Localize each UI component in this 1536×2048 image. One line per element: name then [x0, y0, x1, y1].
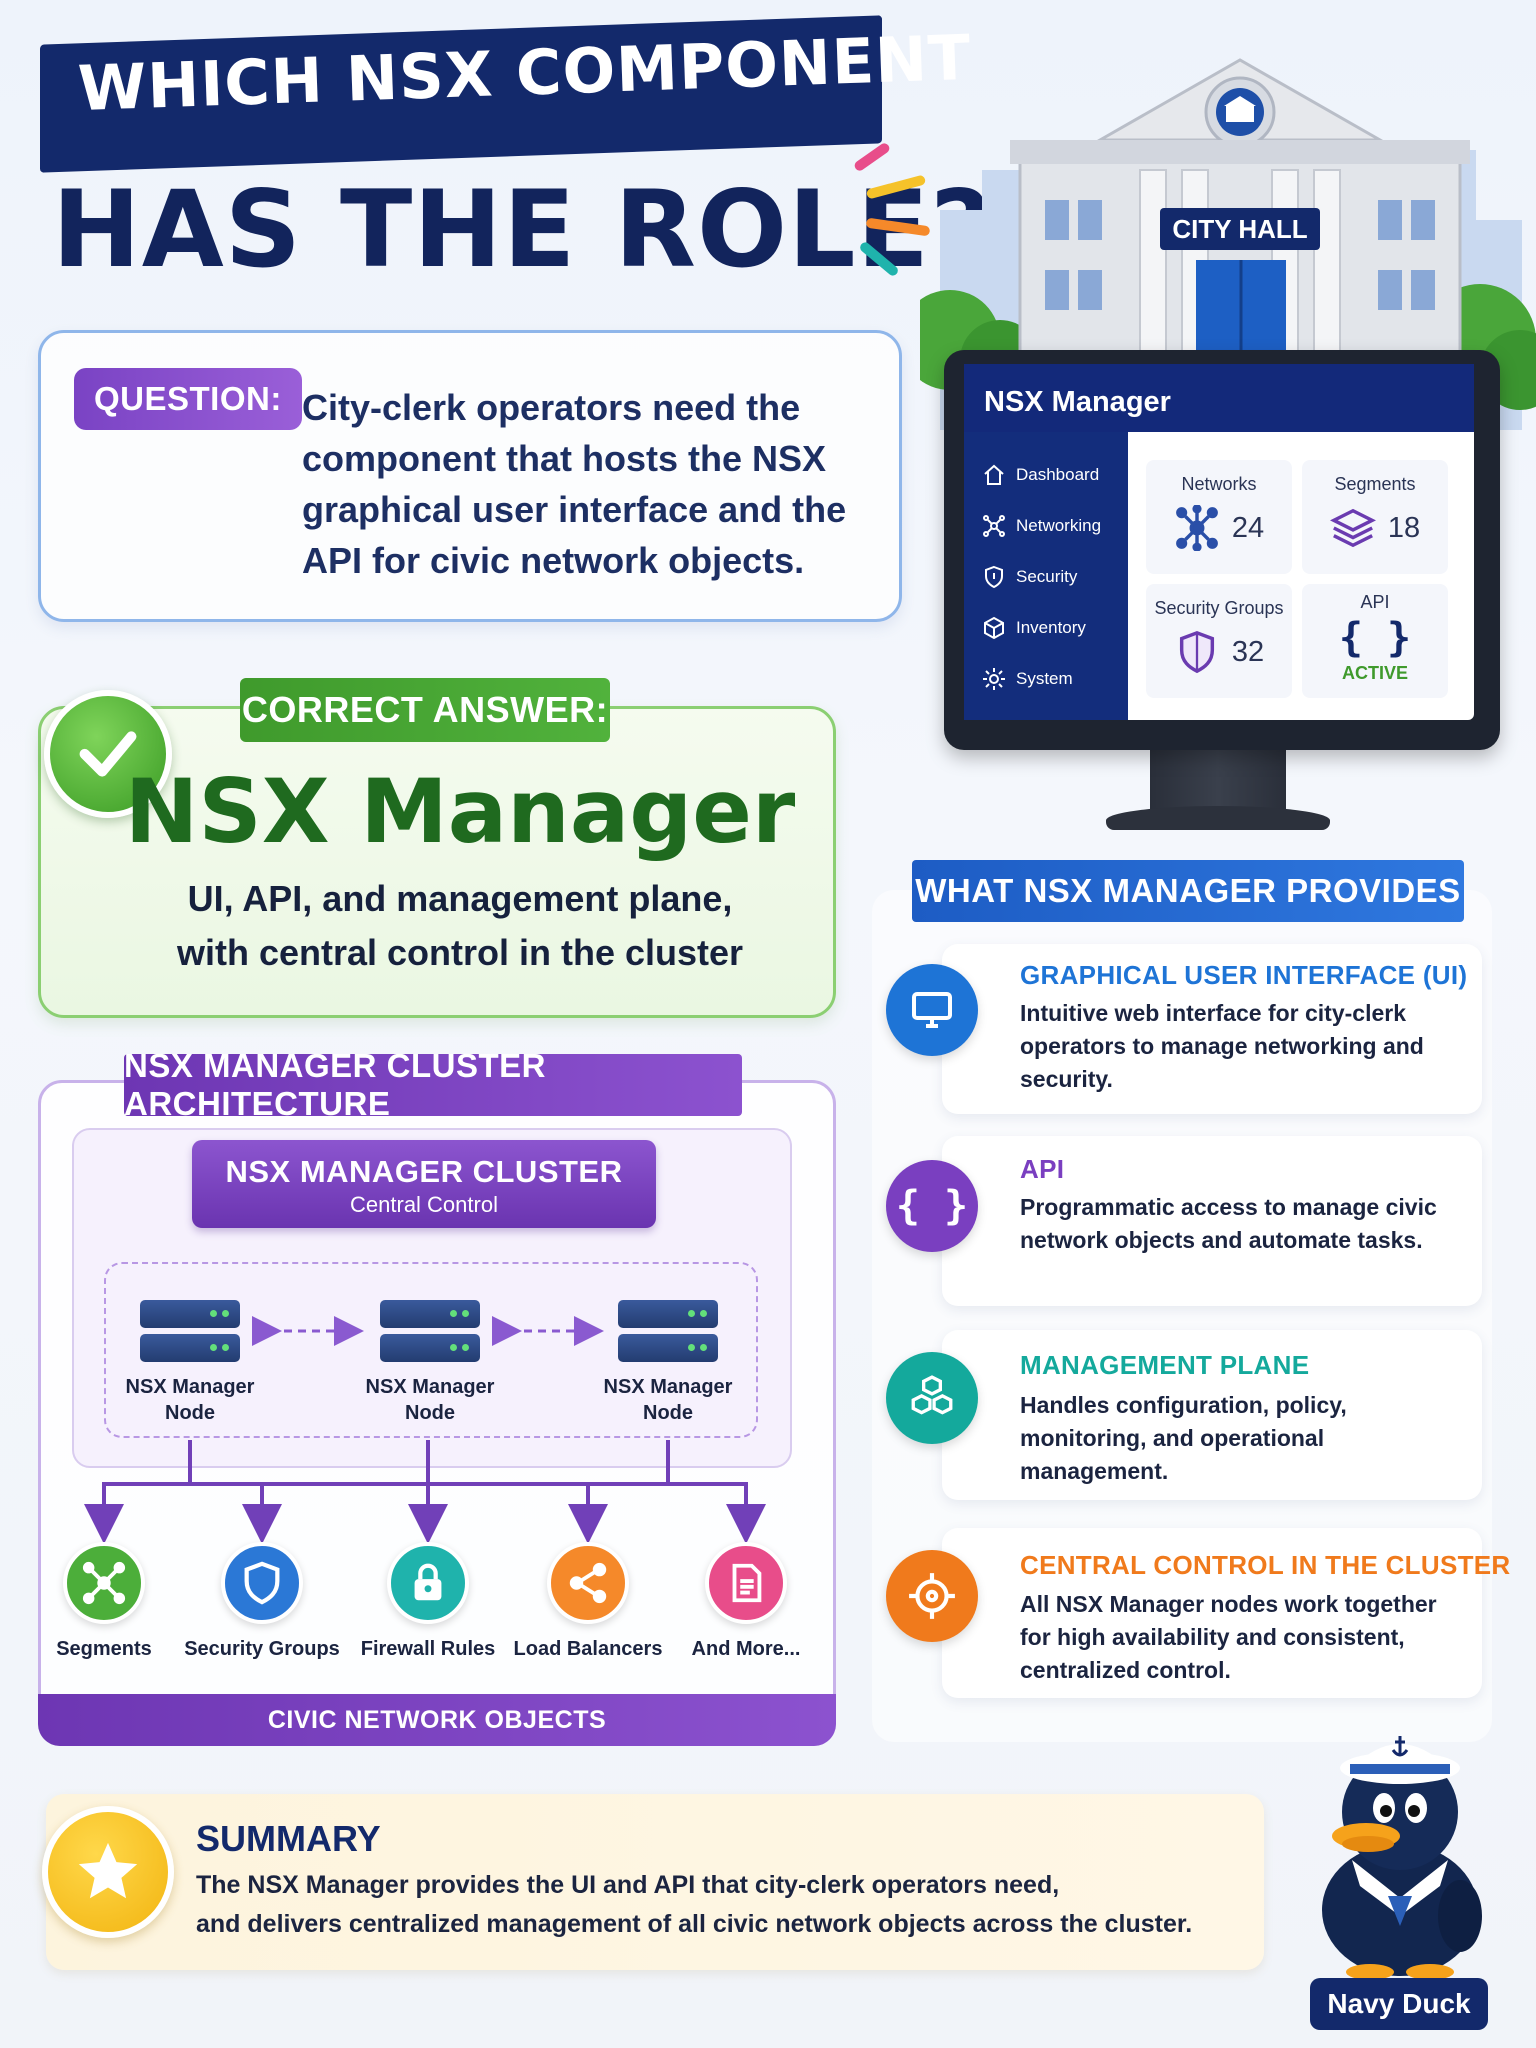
question-text: City-clerk operators need the component …: [302, 387, 847, 581]
answer-title: NSX Manager: [124, 760, 796, 863]
provides-card-api: [942, 1136, 1482, 1306]
segments-icon: [63, 1542, 145, 1624]
shield-icon: [1179, 630, 1214, 674]
answer-subtitle: UI, API, and management plane, with cent…: [60, 872, 860, 980]
summary-card: [46, 1794, 1264, 1970]
sidebar-item-inventory: Inventory: [982, 613, 1132, 643]
answer-sub-line2: with central control in the cluster: [176, 932, 744, 973]
object-label: And More...: [691, 1638, 801, 1660]
tile-api: API { } ACTIVE: [1302, 584, 1448, 698]
home-icon: [984, 464, 1004, 485]
summary-line1: The NSX Manager provides the UI and API …: [196, 1871, 1060, 1899]
object-label: Firewall Rules: [360, 1638, 496, 1660]
gear-icon: [983, 668, 1005, 690]
shield-icon: [985, 565, 1003, 589]
server-icon: [618, 1300, 718, 1362]
summary-title: SUMMARY: [196, 1818, 381, 1859]
provides-desc: Programmatic access to manage civic netw…: [1020, 1194, 1437, 1253]
provides-title: API: [1020, 1154, 1065, 1184]
object-label: Load Balancers: [513, 1638, 663, 1660]
sidebar-item-label: Inventory: [1016, 618, 1086, 637]
tile-label: Security Groups: [1154, 598, 1284, 618]
summary-line2: and delivers centralized management of a…: [196, 1910, 1193, 1938]
navy-duck-mascot: [1322, 1736, 1482, 1980]
answer-sub-line1: UI, API, and management plane,: [187, 878, 733, 919]
answer-tag: CORRECT ANSWER:: [240, 678, 610, 742]
lock-icon: [387, 1542, 469, 1624]
sidebar-item-label: System: [1016, 669, 1073, 688]
monitor-base: [1106, 806, 1330, 830]
cubes-icon: [886, 1352, 978, 1444]
sidebar-item-system: System: [982, 664, 1132, 694]
civic-network-objects-bar: CIVIC NETWORK OBJECTS: [38, 1694, 836, 1746]
screen-header: NSX Manager: [964, 364, 1474, 432]
sidebar-item-security: Security: [982, 562, 1132, 592]
tile-segments: Segments 18: [1302, 460, 1448, 574]
server-icon: [380, 1300, 480, 1362]
title-line2: HAS THE ROLE?: [52, 168, 993, 291]
server-icon: [140, 1300, 240, 1362]
sidebar-item-label: Security: [1016, 567, 1078, 586]
tile-label: Networks: [1181, 474, 1257, 494]
object-label: Security Groups: [184, 1638, 340, 1660]
cluster-subtitle: Central Control: [350, 1192, 498, 1217]
tile-label: Segments: [1334, 474, 1416, 494]
tile-value: 24: [1231, 511, 1265, 544]
provides-desc: All NSX Manager nodes work together for …: [1020, 1591, 1437, 1683]
provides-desc: Intuitive web interface for city-clerk o…: [1020, 1000, 1424, 1092]
provides-card-central-control: [942, 1528, 1482, 1698]
braces-icon: { }: [886, 1160, 978, 1252]
city-hall-sign: CITY HALL: [1172, 213, 1308, 244]
architecture-tag: NSX MANAGER CLUSTER ARCHITECTURE: [124, 1047, 742, 1122]
provides-desc: Handles configuration, policy, monitorin…: [1020, 1392, 1347, 1484]
provides-card-management-plane: [942, 1330, 1482, 1500]
provides-tag: WHAT NSX MANAGER PROVIDES: [912, 860, 1464, 922]
screen-sidebar: [964, 432, 1128, 720]
tile-networks: Networks 24: [1146, 460, 1292, 574]
star-icon: [42, 1806, 174, 1938]
sidebar-item-label: Networking: [1016, 516, 1102, 535]
cluster-title: NSX MANAGER CLUSTER: [225, 1154, 623, 1189]
question-tag: QUESTION:: [74, 368, 302, 430]
checkmark-icon: [44, 690, 172, 818]
network-icon: [1175, 505, 1218, 551]
network-icon: [983, 515, 1005, 537]
document-icon: [705, 1542, 787, 1624]
cluster-box: NSX MANAGER CLUSTER Central Control: [192, 1140, 656, 1228]
node-group: [104, 1262, 758, 1438]
braces-icon: { }: [1338, 615, 1412, 661]
sidebar-item-label: Dashboard: [1016, 465, 1100, 484]
box-icon: [984, 616, 1004, 640]
summary-text: The NSX Manager provides the UI and API …: [196, 1866, 1256, 1944]
object-label: Segments: [56, 1638, 152, 1660]
provides-title: GRAPHICAL USER INTERFACE (UI): [1020, 960, 1468, 990]
share-icon: [547, 1542, 629, 1624]
tile-security-groups: Security Groups 32: [1146, 584, 1292, 698]
monitor-stand: [1150, 748, 1286, 814]
sidebar-item-networking: Networking: [982, 511, 1132, 541]
mascot-name-badge: Navy Duck: [1310, 1978, 1488, 2030]
tile-value: 18: [1387, 511, 1421, 544]
monitor-icon: [886, 964, 978, 1056]
layers-icon: [1329, 508, 1376, 548]
crosshair-icon: [886, 1550, 978, 1642]
provides-title: CENTRAL CONTROL IN THE CLUSTER: [1020, 1550, 1511, 1580]
shield-icon: [221, 1542, 303, 1624]
tile-value: ACTIVE: [1341, 663, 1408, 683]
tile-value: 32: [1231, 635, 1265, 668]
tile-label: API: [1360, 592, 1390, 612]
provides-title: MANAGEMENT PLANE: [1020, 1350, 1310, 1380]
provides-card-ui: [942, 944, 1482, 1114]
sidebar-item-dashboard: Dashboard: [982, 460, 1132, 490]
